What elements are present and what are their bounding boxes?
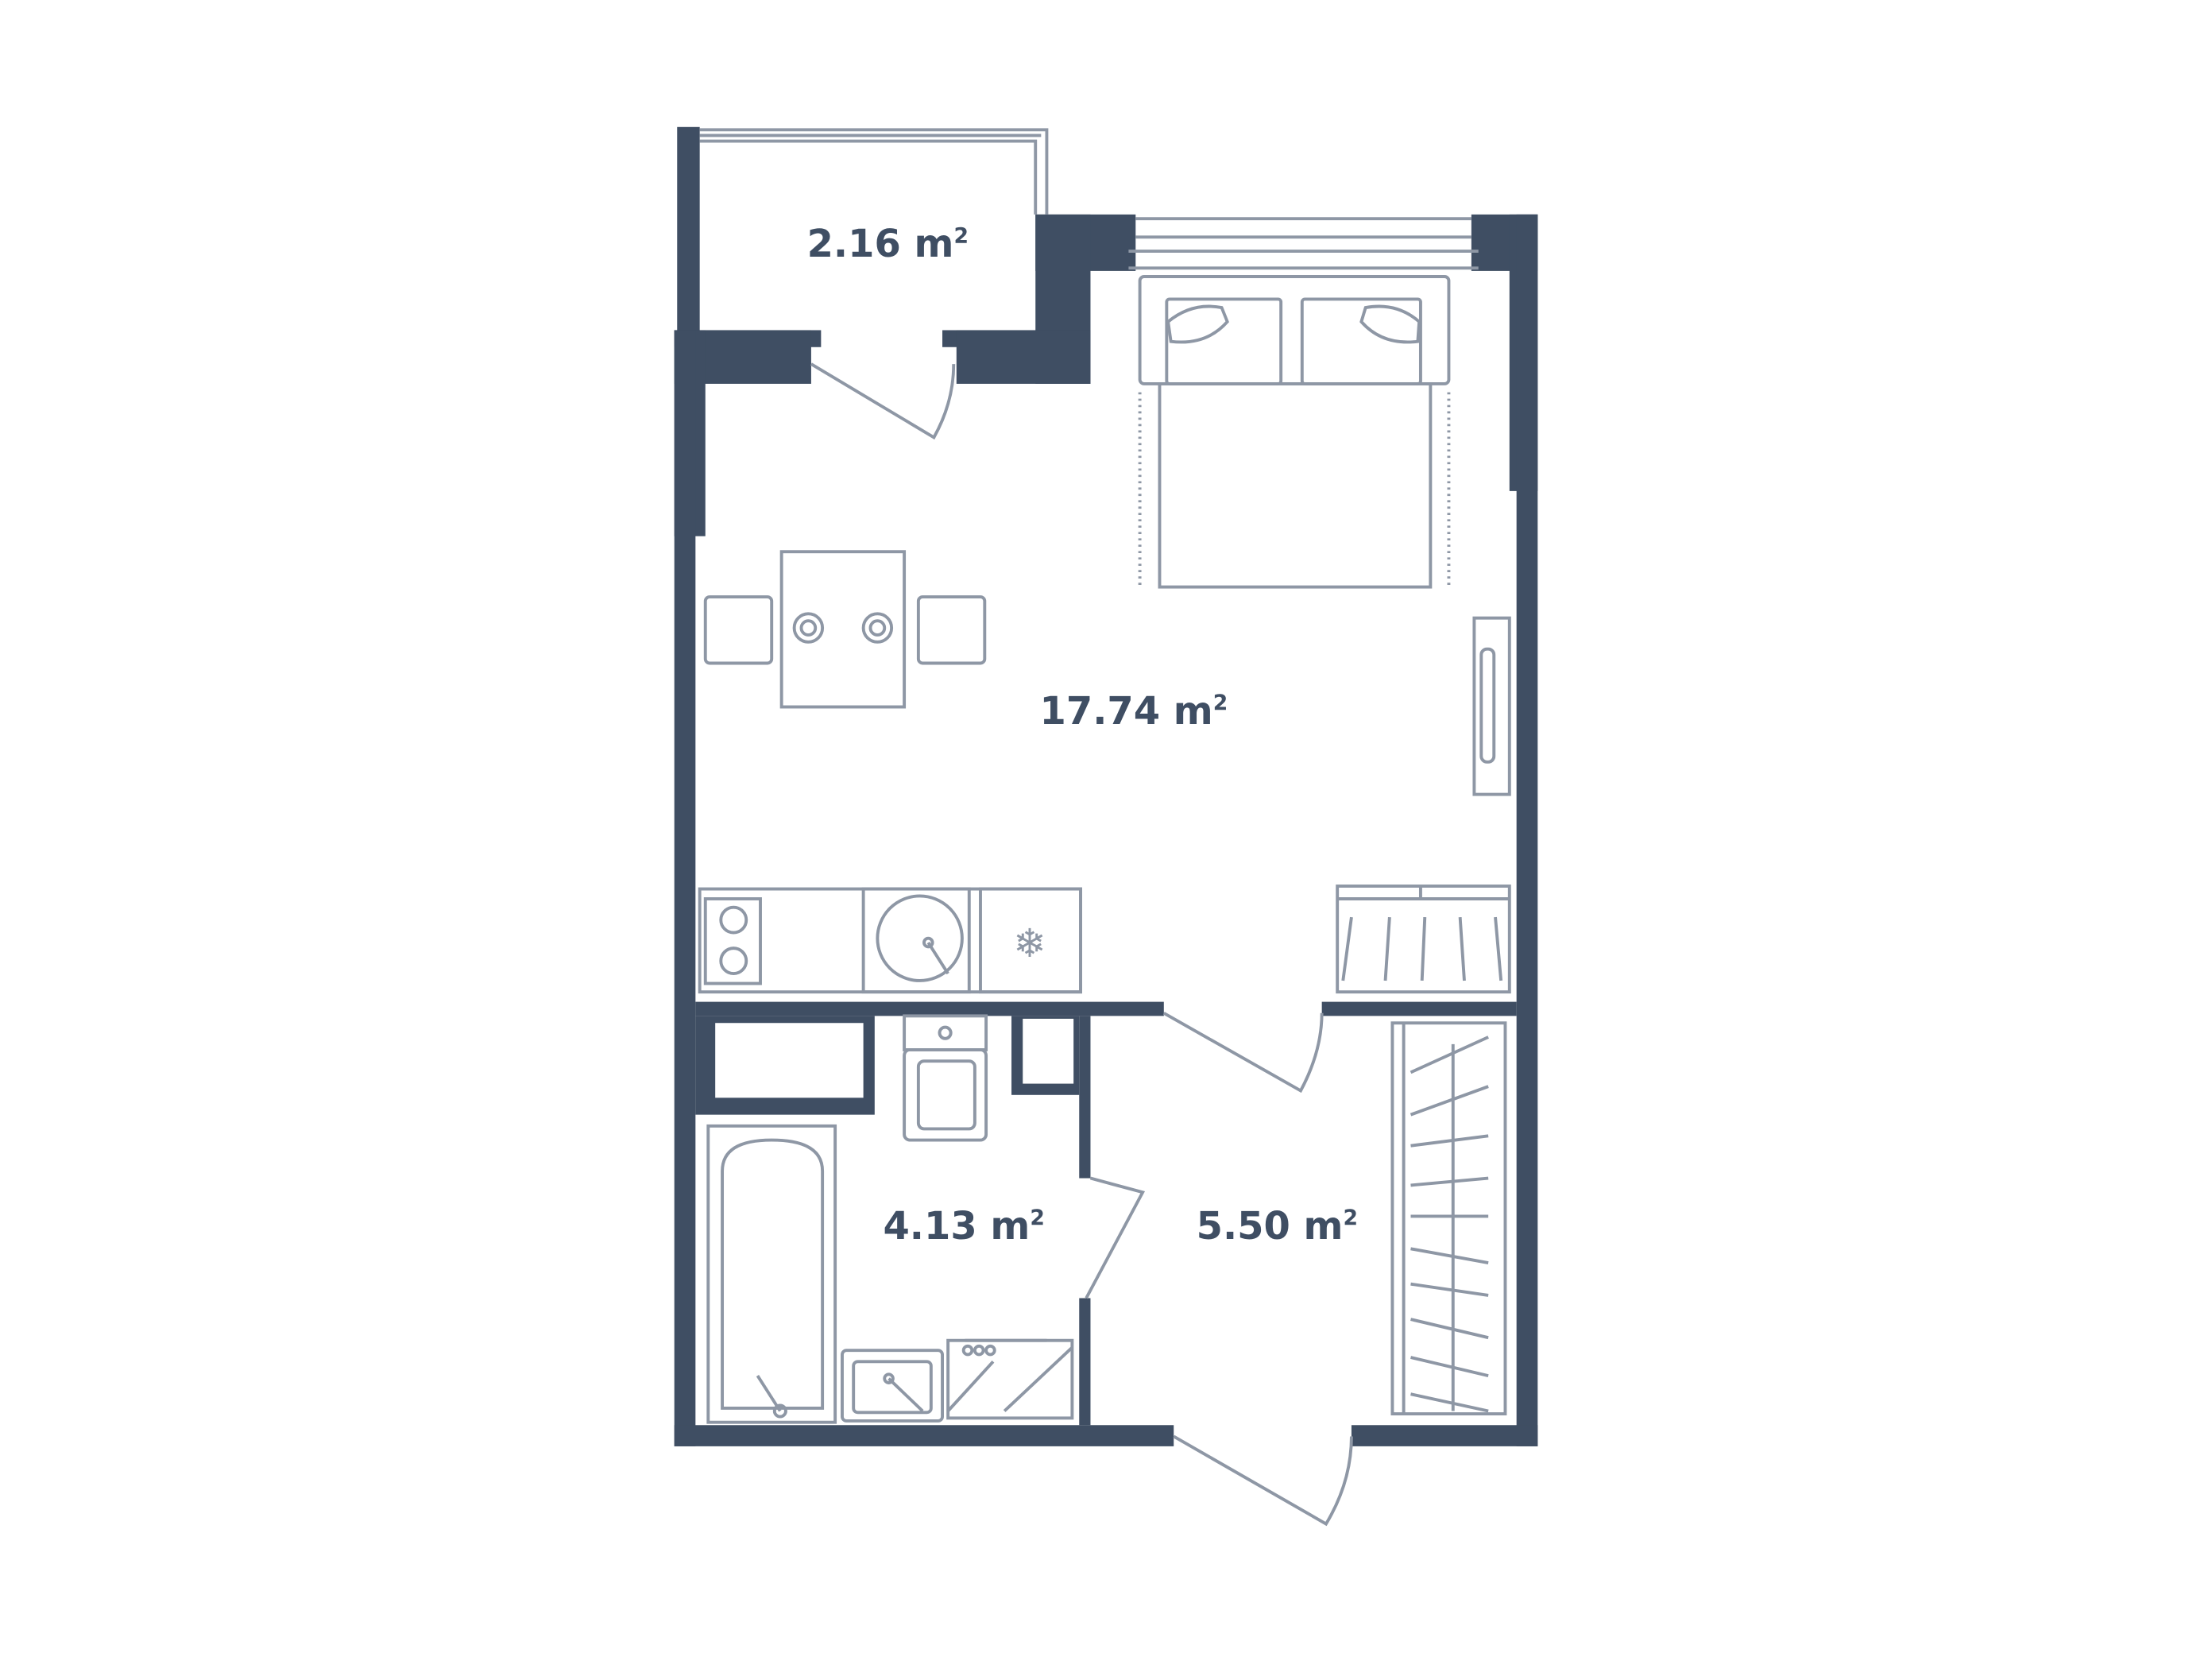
balcony-area-label: 2.16 m2 [807, 223, 969, 266]
hallway-area-label: 5.50 m2 [1197, 1205, 1358, 1248]
kitchen-counter-icon: ❄ [698, 887, 1082, 994]
walls [674, 126, 1538, 1446]
snowflake-icon: ❄ [1013, 922, 1046, 966]
wardrobe-icon [1336, 885, 1511, 994]
bed-icon [1138, 275, 1451, 589]
hallway-wardrobe-icon [1390, 1021, 1507, 1416]
washing-machine-icon [946, 1338, 1074, 1420]
doors [810, 362, 1353, 1527]
windows [699, 128, 1479, 270]
living-room-area-label: 17.74 m2 [1040, 690, 1228, 734]
dining-table-icon [703, 550, 987, 709]
toilet-icon [903, 1014, 988, 1142]
radiator-icon [1472, 616, 1511, 796]
bathtub-icon [706, 1124, 837, 1424]
bathroom-area-label: 4.13 m2 [883, 1205, 1044, 1248]
sink-icon [841, 1349, 944, 1423]
